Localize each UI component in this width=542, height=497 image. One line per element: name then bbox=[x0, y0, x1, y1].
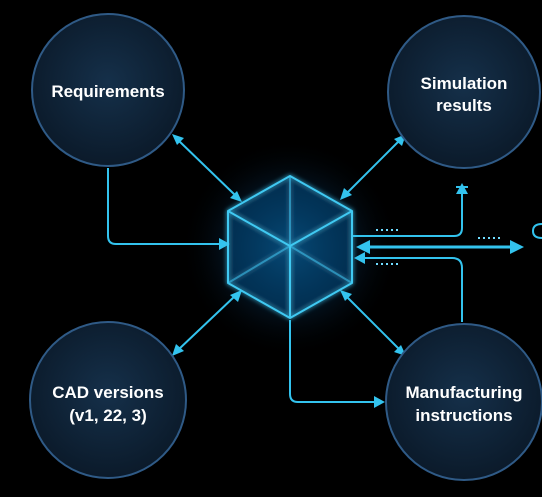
node-requirements-label: Requirements bbox=[51, 82, 164, 101]
connectors bbox=[107, 134, 542, 408]
connector-cad-hub bbox=[177, 295, 236, 351]
arrow-head bbox=[219, 238, 230, 250]
node-cad: CAD versions (v1, 22, 3) bbox=[29, 321, 187, 479]
arrow-head bbox=[340, 188, 352, 200]
node-manufacturing-label-line2: instructions bbox=[415, 406, 512, 425]
connector-hub-simulation-elbow bbox=[352, 192, 463, 237]
arrow-head bbox=[354, 252, 365, 264]
arrow-head bbox=[230, 191, 242, 202]
cube-icon bbox=[227, 175, 353, 319]
arrow-head bbox=[172, 134, 184, 145]
arrow-head bbox=[510, 240, 524, 254]
node-manufacturing-label-line1: Manufacturing bbox=[405, 383, 522, 402]
arrow-head bbox=[172, 344, 184, 356]
arrow-head bbox=[340, 290, 352, 301]
connector-requirements-elbow bbox=[107, 168, 222, 245]
connector-simulation-hub bbox=[345, 139, 401, 195]
connector-requirements-hub bbox=[177, 139, 236, 196]
node-simulation-label-line2: results bbox=[436, 96, 492, 115]
connector-manufacturing-hub bbox=[345, 295, 401, 351]
node-manufacturing: Manufacturing instructions bbox=[385, 323, 542, 481]
node-requirements: Requirements bbox=[31, 13, 185, 167]
arrow-head bbox=[374, 396, 385, 408]
edge-fragment-icon bbox=[531, 223, 542, 239]
node-cad-label-line1: CAD versions bbox=[52, 383, 163, 402]
arrow-head bbox=[456, 183, 468, 194]
node-cad-label-line2: (v1, 22, 3) bbox=[69, 406, 147, 425]
node-simulation: Simulation results bbox=[387, 15, 541, 169]
arrow-head bbox=[356, 240, 370, 254]
arrow-head bbox=[230, 290, 242, 302]
connector-hub-manufacturing-elbow bbox=[289, 320, 376, 403]
connector-manufacturing-hub-elbow bbox=[362, 257, 463, 322]
node-simulation-label-line1: Simulation bbox=[421, 74, 508, 93]
